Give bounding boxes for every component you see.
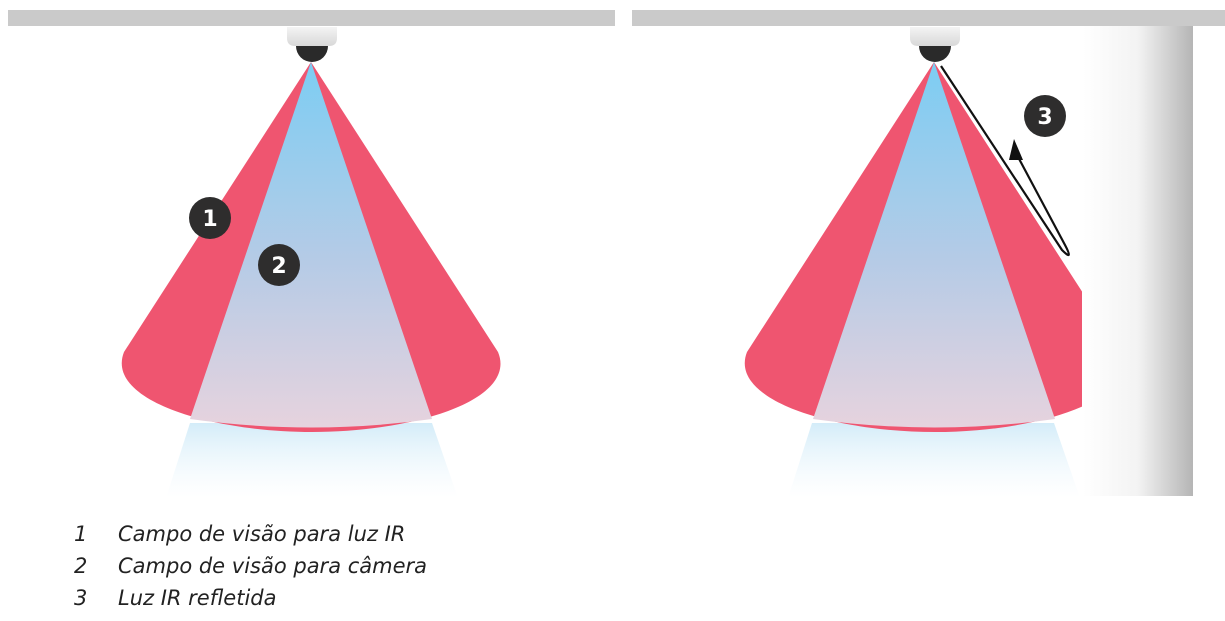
legend-label: Campo de visão para câmera [118, 554, 427, 578]
svg-text:1: 1 [202, 207, 217, 232]
right-diagram: 3 [632, 10, 1225, 498]
svg-text:3: 3 [1037, 105, 1052, 130]
wall [1083, 26, 1193, 496]
ceiling [8, 10, 615, 26]
marker-2: 2 [258, 244, 300, 286]
legend-item: 1 Campo de visão para luz IR [74, 522, 427, 554]
legend-number: 2 [74, 554, 118, 578]
legend-label: Luz IR refletida [118, 586, 276, 610]
legend: 1 Campo de visão para luz IR 2 Campo de … [74, 522, 427, 618]
ir-reflection-diagram: 1 2 3 [0, 0, 1225, 500]
marker-1: 1 [189, 197, 231, 239]
legend-label: Campo de visão para luz IR [118, 522, 405, 546]
legend-item: 2 Campo de visão para câmera [74, 554, 427, 586]
legend-number: 3 [74, 586, 118, 610]
ceiling [632, 10, 1225, 26]
camera-fov-fade [788, 423, 1080, 498]
camera-fov-fade [166, 423, 458, 498]
marker-3: 3 [1024, 95, 1066, 137]
svg-text:2: 2 [271, 254, 286, 279]
legend-item: 3 Luz IR refletida [74, 586, 427, 618]
left-diagram: 1 2 [8, 10, 615, 498]
dome-camera-icon [910, 27, 960, 62]
dome-camera-icon [287, 27, 337, 62]
legend-number: 1 [74, 522, 118, 546]
